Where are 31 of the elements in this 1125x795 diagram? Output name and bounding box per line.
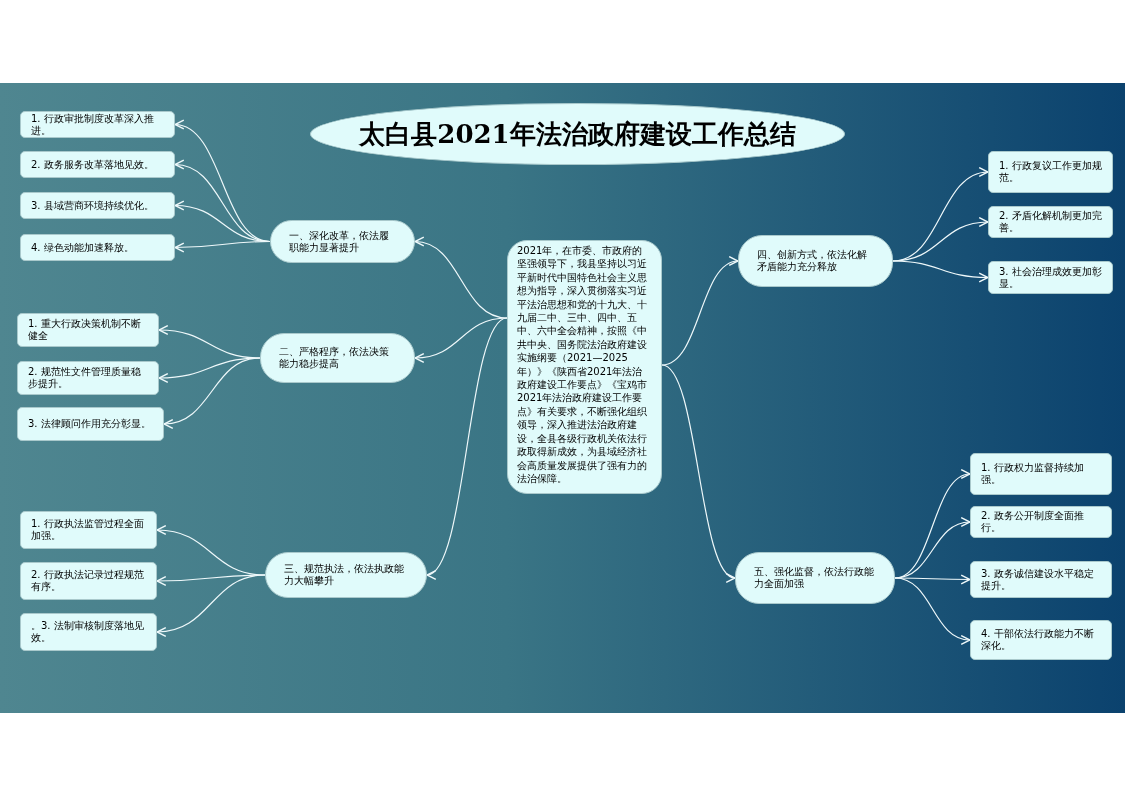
item-box: 1. 行政权力监督持续加强。 (970, 453, 1112, 495)
topic-box: 三、规范执法，依法执政能力大幅攀升 (265, 552, 427, 598)
item-box: 2. 规范性文件管理质量稳步提升。 (17, 361, 159, 395)
item-box: 1. 行政审批制度改革深入推进。 (20, 111, 175, 138)
item-box: 1. 行政复议工作更加规范。 (988, 151, 1113, 193)
summary-box: 2021年，在市委、市政府的坚强领导下，我县坚持以习近平新时代中国特色社会主义思想为指导，深入贯彻落实习近平法治思想和党的十九大、十九届二中、三中、四中、五中、六中全会精神，按照《中共中央、国务院法治政府建设实施纲要（2021—2025年）》《陕西省2021年法治政府建设工作要点》《宝鸡市2021年法治政府建设工作要点》有关要求，不断强化组织领导，深入推进法治政府建设，全县各级行政机关依法行政取得新成效，为县域经济社会高质量发展提供了强有力的法治保障。 (507, 240, 662, 494)
item-box: 2. 政务公开制度全面推行。 (970, 506, 1112, 538)
item-box: 2. 矛盾化解机制更加完善。 (988, 206, 1113, 238)
item-box: 2. 行政执法记录过程规范有序。 (20, 562, 157, 600)
arrow (414, 237, 508, 319)
arrow (894, 574, 971, 585)
arrow (163, 357, 261, 429)
arrow (894, 577, 971, 644)
item-box: 4. 干部依法行政能力不断深化。 (970, 620, 1112, 660)
topic-box: 四、创新方式，依法化解矛盾能力充分释放 (738, 235, 893, 287)
arrow (661, 258, 739, 366)
arrow (892, 260, 989, 283)
topic-box: 二、严格程序，依法决策能力稳步提高 (260, 333, 415, 383)
item-box: 1. 行政执法监管过程全面加强。 (20, 511, 157, 549)
arrow (174, 240, 271, 253)
item-box: 1. 重大行政决策机制不断健全 (17, 313, 159, 347)
item-box: 2. 政务服务改革落地见效。 (20, 151, 175, 178)
topic-box: 一、深化改革，依法履职能力显著提升 (270, 220, 415, 263)
item-box: 3. 政务诚信建设水平稳定提升。 (970, 561, 1112, 598)
arrow (156, 574, 266, 637)
item-box: 3. 法律顾问作用充分彰显。 (17, 407, 164, 441)
topic-box: 五、强化监督，依法行政能力全面加强 (735, 552, 895, 604)
item-box: 3. 县域营商环境持续优化。 (20, 192, 175, 219)
item-box: 。3. 法制审核制度落地见效。 (20, 613, 157, 651)
item-box: 3. 社会治理成效更加彰显。 (988, 261, 1113, 294)
item-box: 4. 绿色动能加速释放。 (20, 234, 175, 261)
